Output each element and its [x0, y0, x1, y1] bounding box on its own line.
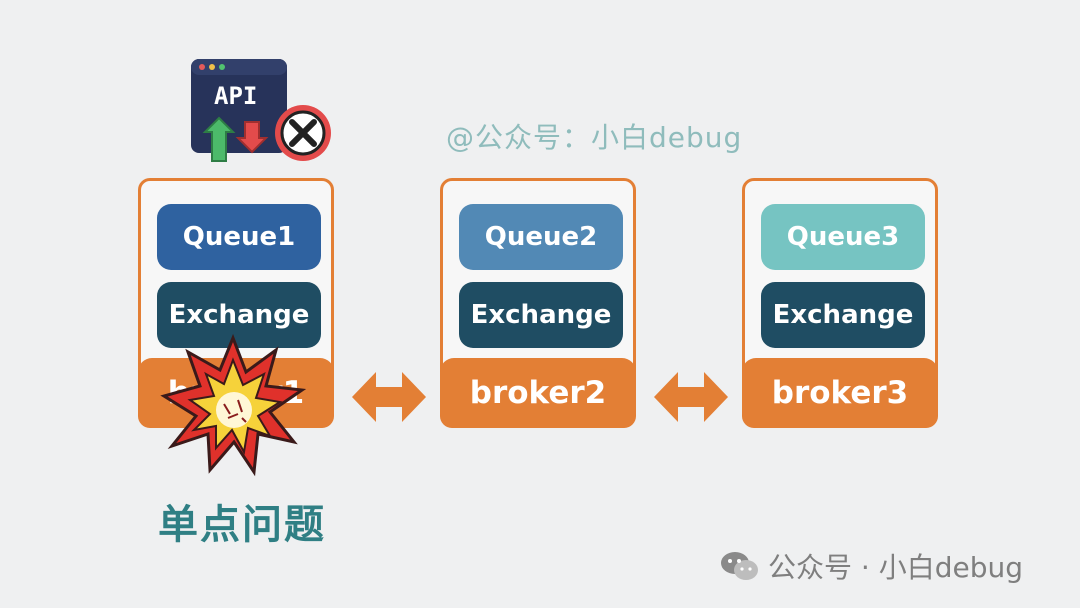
- api-icon-group: API: [186, 56, 336, 168]
- exchange-2-label: Exchange: [470, 300, 612, 330]
- api-window-icon: [191, 59, 331, 162]
- exchange-3-label: Exchange: [772, 300, 914, 330]
- exchange-1: Exchange: [157, 282, 321, 348]
- exchange-2: Exchange: [459, 282, 623, 348]
- exchange-3: Exchange: [761, 282, 925, 348]
- download-arrow-icon: [235, 121, 269, 154]
- wechat-icon: [721, 552, 758, 580]
- broker-3-box: Queue3 Exchange broker3: [742, 178, 938, 428]
- footer: 公众号 · 小白debug: [720, 546, 1023, 586]
- api-label: API: [214, 82, 258, 110]
- queue-3: Queue3: [761, 204, 925, 270]
- queue-1: Queue1: [157, 204, 321, 270]
- queue-2-label: Queue2: [484, 222, 598, 252]
- error-x-icon: [275, 105, 331, 161]
- explosion-icon: [158, 330, 308, 480]
- broker-2-box: Queue2 Exchange broker2: [440, 178, 636, 428]
- exchange-1-label: Exchange: [168, 300, 310, 330]
- queue-1-label: Queue1: [182, 222, 296, 252]
- broker-3-name: broker3: [742, 358, 938, 428]
- queue-2: Queue2: [459, 204, 623, 270]
- watermark-top: @公众号：小白debug: [446, 121, 743, 154]
- broker-2-name: broker2: [440, 358, 636, 428]
- upload-arrow-icon: [202, 116, 236, 162]
- double-arrow-icon: [654, 368, 728, 426]
- footer-text: 公众号 · 小白debug: [768, 551, 1023, 584]
- single-point-problem-label: 单点问题: [158, 502, 326, 548]
- queue-3-label: Queue3: [786, 222, 900, 252]
- double-arrow-icon: [352, 368, 426, 426]
